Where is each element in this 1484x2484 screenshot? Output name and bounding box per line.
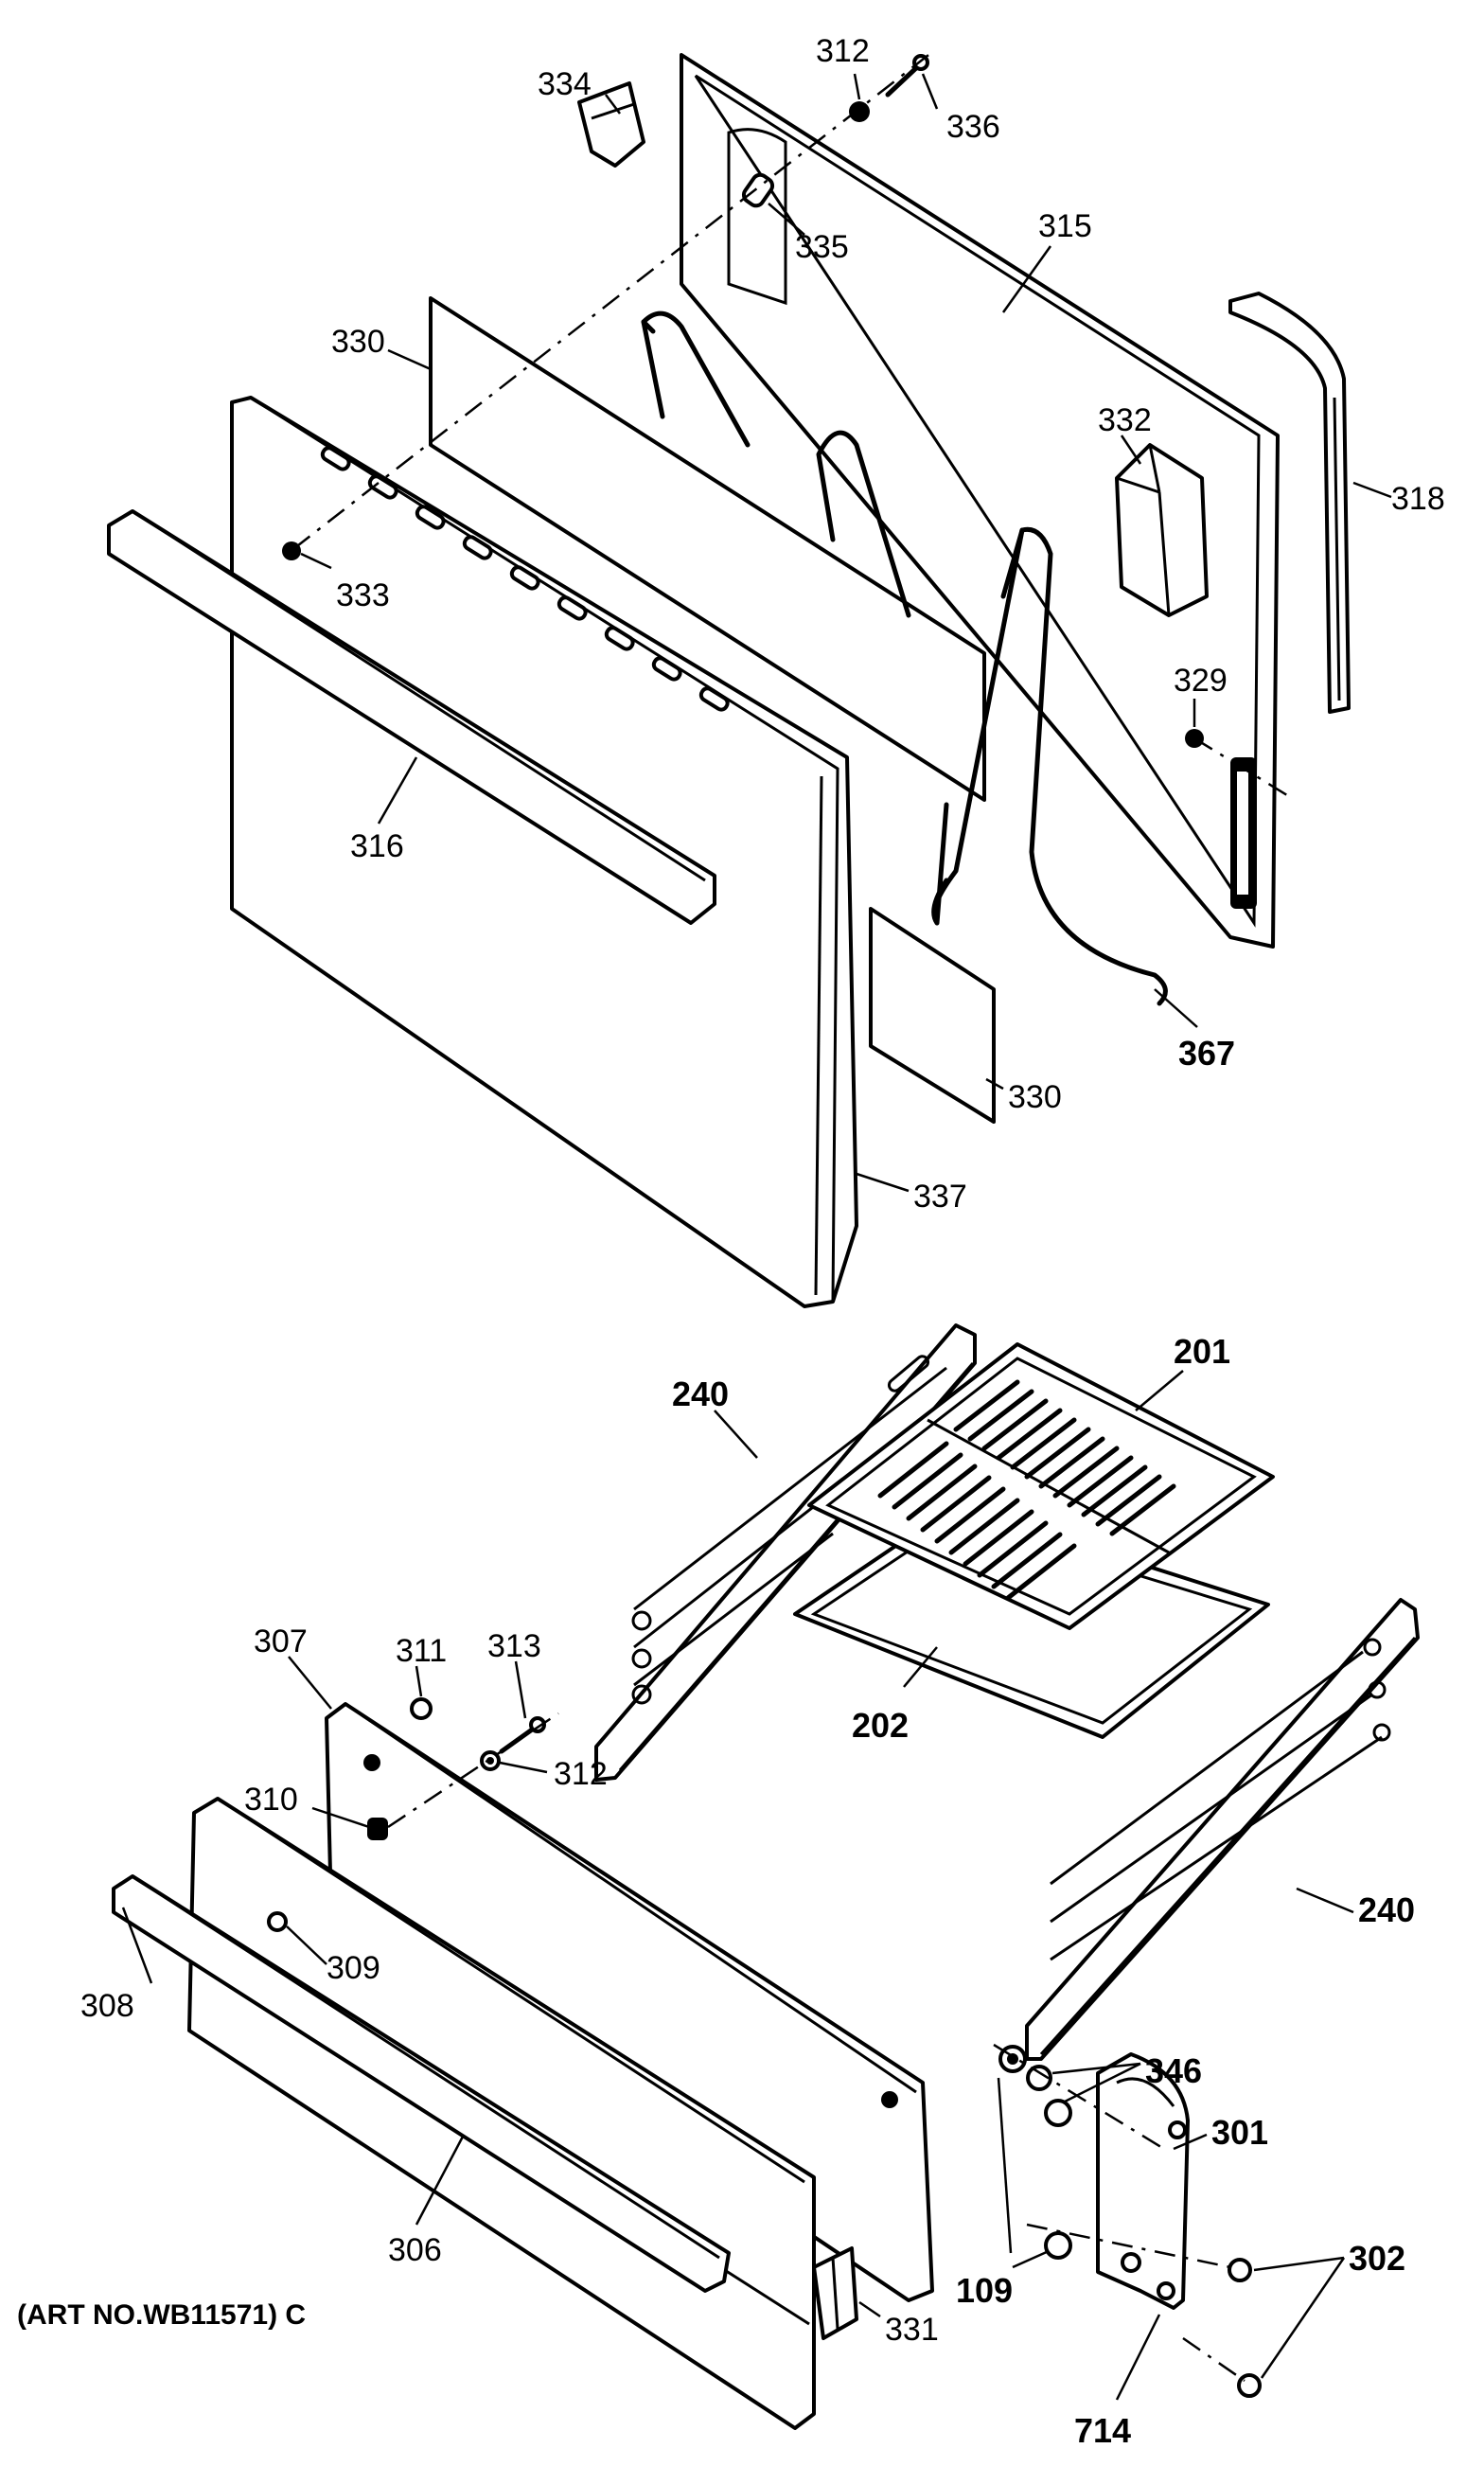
door-handle xyxy=(107,509,716,925)
callout-315-liner: 315 xyxy=(1038,208,1092,244)
callout-202-pan: 202 xyxy=(852,1706,909,1745)
callout-332-insulation: 332 xyxy=(1098,402,1152,438)
callout-201-grid: 201 xyxy=(1174,1332,1230,1371)
callout-318-trim: 318 xyxy=(1391,481,1445,517)
callout-307-inner-panel: 307 xyxy=(254,1623,308,1659)
door-outer-panel xyxy=(230,396,858,1308)
callout-329-screw: 329 xyxy=(1174,663,1228,699)
callout-302-screw: 302 xyxy=(1349,2239,1405,2278)
callout-334-clip: 334 xyxy=(538,66,592,102)
hinge-washers xyxy=(998,2045,1072,2260)
callout-316-handle: 316 xyxy=(350,828,404,864)
callout-346-washer: 346 xyxy=(1145,2051,1202,2090)
door-clip xyxy=(577,81,645,168)
callout-312-nut: 312 xyxy=(816,33,870,69)
callout-333-screw: 333 xyxy=(336,577,390,613)
lower-assembly-lines xyxy=(387,1712,1246,2383)
broiler-grid xyxy=(807,1342,1275,1630)
wire-rack xyxy=(641,310,1168,1006)
window-glass-upper xyxy=(429,296,986,802)
callout-336-screw: 336 xyxy=(946,109,1000,145)
hinge-screws xyxy=(1228,2258,1262,2398)
callout-312-washer: 312 xyxy=(554,1756,608,1792)
drawer-handle xyxy=(112,1874,731,2293)
art-number-caption: (ART NO.WB11571) C xyxy=(17,2299,306,2331)
drawer-hinge xyxy=(1096,2052,1190,2310)
grid-slots xyxy=(877,1379,1176,1601)
assembly-lines xyxy=(292,51,1288,797)
callout-301-hinge: 301 xyxy=(1211,2113,1268,2152)
window-glass-lower xyxy=(869,907,996,1124)
drawer-bracket xyxy=(812,2246,858,2340)
callout-310-spacer: 310 xyxy=(244,1782,298,1818)
vent-slots xyxy=(320,446,730,712)
callout-313-screw: 313 xyxy=(487,1628,541,1664)
callout-311-nut: 311 xyxy=(396,1633,447,1669)
door-side-trim xyxy=(1228,292,1351,714)
callout-367-rack: 367 xyxy=(1178,1034,1235,1073)
callout-240-right-rail: 240 xyxy=(1358,1890,1415,1929)
callout-335-spacer: 335 xyxy=(795,229,849,265)
door-inner-liner xyxy=(680,53,1280,949)
insulation-block xyxy=(1115,443,1209,617)
callout-109-washer: 109 xyxy=(956,2271,1013,2310)
callout-714-hinge-part: 714 xyxy=(1074,2411,1131,2450)
callout-330-upper-glass: 330 xyxy=(331,324,385,360)
screw-and-nut xyxy=(849,54,929,122)
callout-331-bracket: 331 xyxy=(885,2312,939,2348)
callout-labels: 312 336 334 335 315 330 318 332 333 329 … xyxy=(80,33,1445,2450)
callout-240-left-rail: 240 xyxy=(672,1375,729,1413)
callout-330-lower-glass: 330 xyxy=(1008,1079,1062,1115)
leader-lines xyxy=(121,73,1392,2401)
callout-306-drawer-front: 306 xyxy=(388,2232,442,2268)
callout-337-outer-panel: 337 xyxy=(913,1179,967,1215)
callout-309-screw: 309 xyxy=(327,1950,380,1986)
callout-308-drawer-handle: 308 xyxy=(80,1988,134,2024)
